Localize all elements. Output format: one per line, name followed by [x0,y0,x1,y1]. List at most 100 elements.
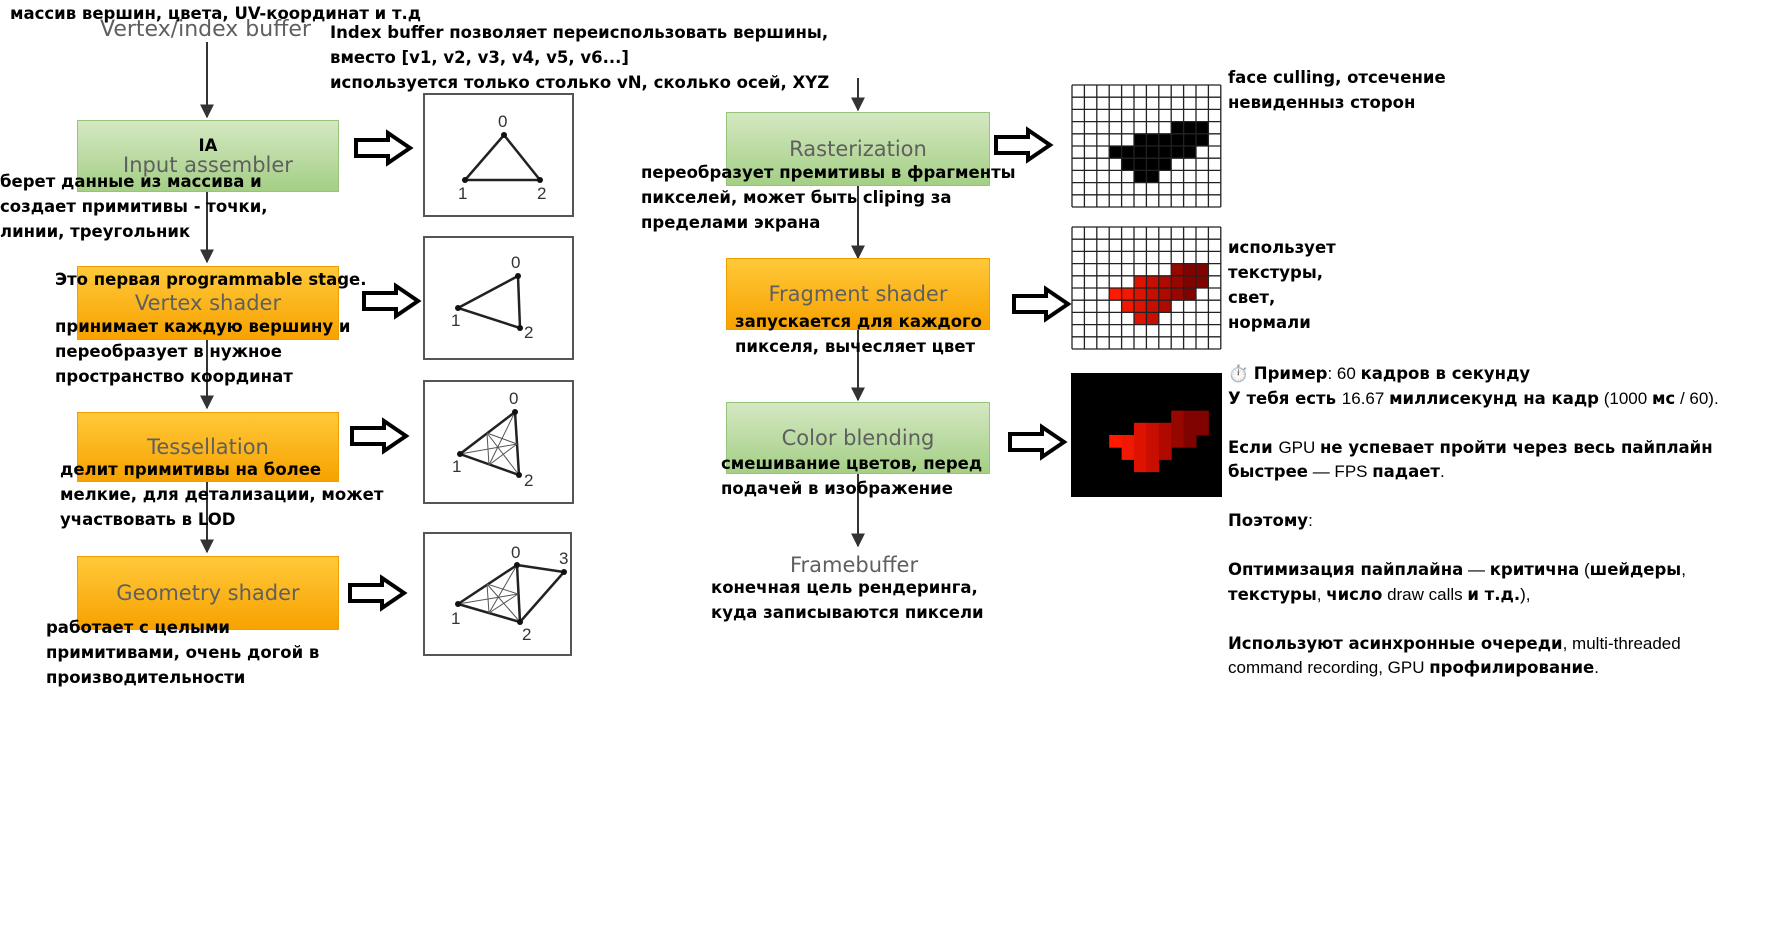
blended-pixel [1134,447,1147,460]
hollow-arrow-icon [994,126,1054,164]
raster-pixel [1158,146,1172,159]
tessellation-stage: Tessellation [77,412,339,482]
raster-pixel [1196,121,1209,134]
index-buffer-note: Index buffer позволяет переиспользовать … [330,23,830,92]
fragment-pixel [1183,288,1196,301]
triangle-panel-ia: 0 1 2 [423,93,574,217]
vertex-label: 2 [524,471,533,490]
vertex-label: 2 [537,184,546,203]
raster-pixel [1109,146,1122,159]
fragment-pixel [1183,263,1196,276]
vertex-label: 1 [452,457,461,476]
stage-label: Color blending [781,426,935,450]
blended-pixel [1183,422,1197,436]
hollow-arrow-icon [1008,423,1068,461]
blended-pixel [1134,435,1147,448]
framebuffer-label: Framebuffer [790,553,919,577]
triangle-panel-geometry: 0 1 2 3 [423,532,572,656]
blended-pixel [1171,410,1185,424]
hollow-arrow-icon [362,282,422,320]
raster-pixel [1146,133,1159,146]
blended-pixel [1146,459,1160,473]
fragment-pixel [1171,288,1184,301]
performance-info: ⏱️ Пример: 60 кадров в секунду У тебя ес… [1228,364,1719,677]
raster-pixel [1158,133,1172,146]
stage-label: Fragment shader [768,282,948,306]
vertex-label: 1 [451,609,460,628]
color-blending-stage: Color blending [726,402,990,474]
raster-pixel [1183,146,1196,159]
fragment-pixel [1121,300,1134,313]
raster-grid [1071,84,1222,208]
blended-pixel [1158,435,1172,448]
input-assembler-stage: IA Input assembler [77,120,339,192]
framebuffer-note: конечная цель рендеринга,куда записывают… [711,578,984,622]
vertex-label: 2 [522,625,531,644]
blended-pixel [1183,435,1197,448]
fragment-pixel [1171,275,1184,288]
vertex-label: 3 [559,549,568,568]
blended-pixel [1171,422,1185,436]
vertex-label: 1 [458,184,467,203]
vertex-label: 0 [498,112,507,131]
raster-pixel [1171,121,1184,134]
blended-pixel [1158,447,1172,460]
blended-pixel [1146,435,1160,448]
stage-label: Tessellation [147,435,269,459]
raster-pixel [1183,133,1196,146]
fragment-pixel [1171,263,1184,276]
blended-pixel [1134,422,1147,436]
blended-pixel [1109,435,1123,448]
stage-label: Geometry shader [116,581,300,605]
raster-pixel [1134,170,1147,183]
vertex-label: 1 [451,311,460,330]
fragment-pixel [1134,275,1147,288]
blended-pixel [1196,422,1209,436]
fragment-pixel [1121,288,1134,301]
vertex-shader-stage: Vertex shader [77,266,339,340]
fragment-pixel [1158,275,1172,288]
raster-pixel [1134,133,1147,146]
blended-pixel [1196,410,1209,424]
hollow-arrow-icon [350,417,410,455]
input-data-note: массив вершин, цвета, UV-координат и т.д [10,4,422,23]
fragment-pixel [1196,263,1209,276]
triangle-panel-tessellation: 0 1 2 [423,380,574,504]
stage-label: Input assembler [123,152,293,177]
hollow-arrow-icon [1012,285,1072,323]
fragment-pixel [1196,275,1209,288]
vertex-label: 0 [511,253,520,272]
raster-pixel [1171,133,1184,146]
fragment-pixel [1146,288,1159,301]
fragment-pixel [1134,300,1147,313]
fragment-pixel [1183,275,1196,288]
vertex-label: 0 [509,389,518,408]
triangle-panel-vs: 0 1 2 [423,236,574,360]
rasterization-stage: Rasterization [726,112,990,186]
fragment-grid [1071,226,1222,350]
vertex-shader-pre-note: Это первая programmable stage. [55,270,367,289]
blended-pixel [1171,435,1185,448]
blended-output [1071,373,1222,497]
hollow-arrow-icon [354,129,414,167]
raster-pixel [1196,133,1209,146]
raster-pixel [1134,158,1147,171]
fragment-shader-stage: Fragment shader [726,258,990,330]
raster-pixel [1146,170,1159,183]
fragment-pixel [1146,312,1159,325]
stage-label: Vertex shader [134,291,282,315]
blended-pixel [1146,447,1160,460]
stage-label: Rasterization [789,137,927,161]
blended-pixel [1121,435,1135,448]
fragment-pixel [1134,312,1147,325]
geometry-shader-stage: Geometry shader [77,556,339,630]
